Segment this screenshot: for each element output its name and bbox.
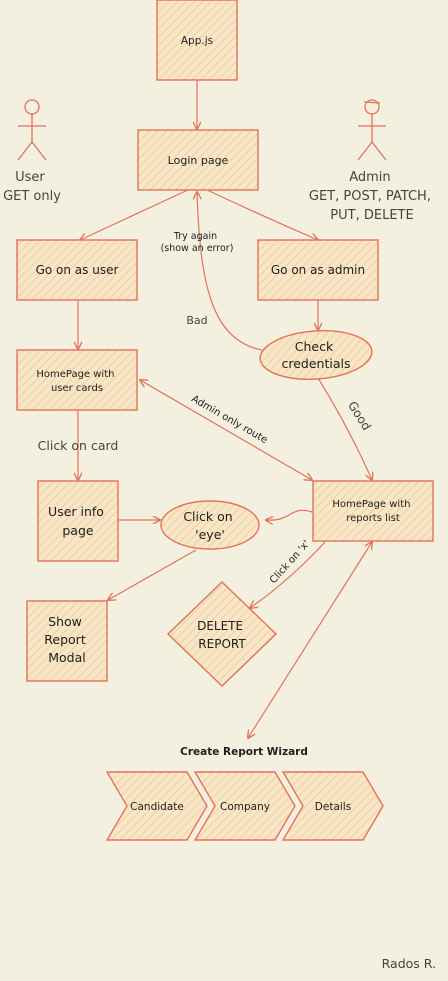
svg-text:Candidate: Candidate [130, 801, 184, 813]
edge-home-admin-wizard [248, 542, 372, 738]
svg-text:HomePage with reports li: HomePage with reports list [332, 499, 413, 524]
node-click-on-eye: Click on 'eye' [160, 500, 260, 550]
node-show-report-modal: Show Report Modal [26, 600, 108, 682]
author-signature: Rados R. [382, 956, 436, 971]
node-go-on-as-user: Go on as user [16, 239, 138, 301]
edge-home-admin-delete [250, 541, 326, 608]
svg-text:Company: Company [220, 801, 270, 813]
wizard-step-details: Details [281, 771, 384, 841]
edge-check-login-bad [197, 192, 263, 351]
edge-check-home-admin-good [317, 377, 372, 480]
svg-text:App.js: App.js [181, 35, 213, 47]
edge-label-click-card: Click on card [38, 438, 119, 453]
svg-text:DELETE REPORT: DELETE REPORT [197, 619, 247, 651]
node-homepage-user-cards: HomePage with user cards [16, 349, 138, 411]
actor-admin: Admin GET, POST, PATCH, PUT, DELETE [309, 99, 435, 223]
edge-label-admin-only: Admin only route [189, 394, 269, 446]
svg-text:Login page: Login page [168, 154, 229, 167]
svg-text:Admin GET, POST, PATCH,: Admin GET, POST, PATCH, PUT, DELETE [309, 170, 435, 223]
svg-text:Go on as admin: Go on as admin [271, 263, 365, 277]
wizard-title: Create Report Wizard [180, 746, 308, 758]
svg-text:Details: Details [315, 801, 351, 813]
edge-label-try-again: Try again (show an error) [161, 231, 234, 254]
svg-text:Check credentials: Check credentials [282, 339, 351, 371]
edges [78, 80, 372, 738]
actor-user: User GET only [3, 99, 61, 204]
node-login-page: Login page [137, 129, 259, 191]
svg-text:Click on 'eye': Click on 'eye' [183, 509, 236, 542]
stick-figure-icon [357, 99, 387, 161]
node-go-on-as-admin: Go on as admin [257, 239, 379, 301]
edge-login-go-user [80, 188, 191, 240]
svg-text:Show Report Modal: Show Report Modal [44, 614, 89, 665]
edge-login-go-admin [204, 188, 318, 240]
stick-figure-icon [17, 99, 47, 161]
svg-text:User info page: User info page [48, 504, 108, 538]
svg-text:User GET only: User GET only [3, 170, 61, 204]
edge-admin-only-route [140, 380, 312, 480]
wizard-step-company: Company [193, 771, 296, 841]
edge-label-bad: Bad [186, 314, 207, 327]
node-delete-report: DELETE REPORT [166, 581, 278, 687]
node-app: App.js [156, 0, 238, 81]
svg-text:HomePage with user cards: HomePage with user cards [36, 369, 117, 394]
svg-text:Go on as user: Go on as user [36, 263, 119, 277]
edge-home-admin-click-eye [266, 509, 313, 520]
wizard-step-candidate: Candidate [105, 771, 208, 841]
node-user-info-page: User info page [37, 480, 119, 562]
wizard-steps: Candidate Company Details [105, 771, 384, 841]
edge-label-good: Good [345, 399, 374, 433]
node-homepage-reports-list: HomePage with reports list [312, 480, 434, 542]
node-check-credentials: Check credentials [259, 330, 373, 380]
edge-click-eye-show-modal [108, 549, 197, 600]
